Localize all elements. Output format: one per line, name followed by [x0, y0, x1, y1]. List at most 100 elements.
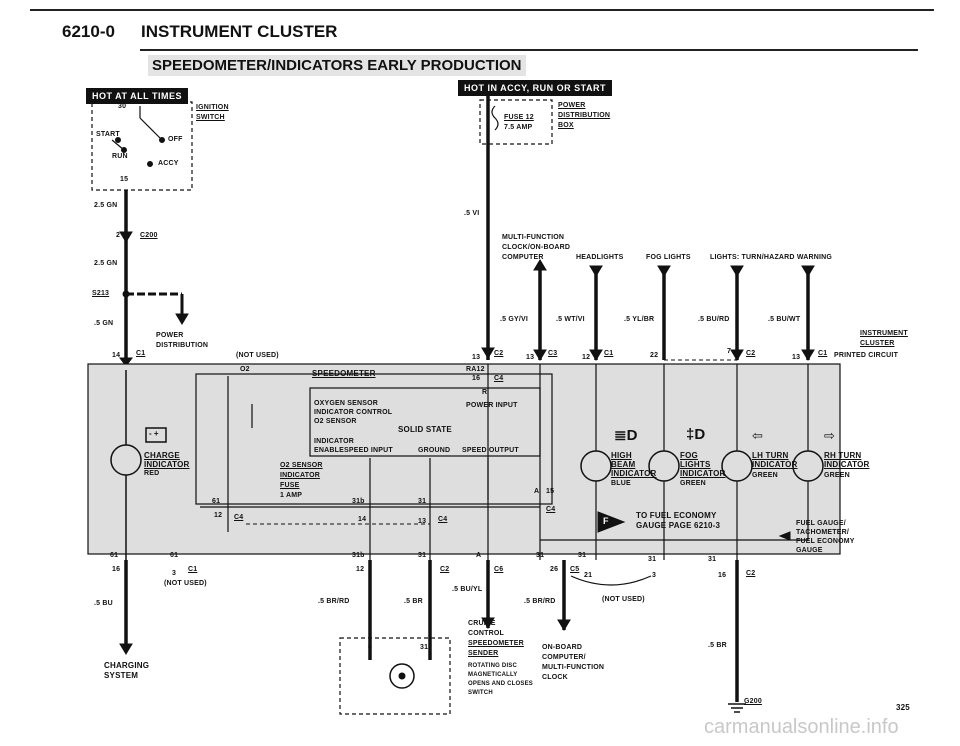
pin-31b: 31 — [418, 552, 427, 559]
wire-05br: .5 BR — [404, 598, 423, 605]
onboard-label-2: COMPUTER/ — [542, 654, 586, 661]
fuse-rating: 7.5 AMP — [504, 124, 533, 131]
rh-turn-icon: ⇨ — [824, 428, 835, 443]
rh-label-1: RH TURN — [824, 451, 862, 460]
onboard-label-3: MULTI-FUNCTION — [542, 664, 605, 671]
conn-14: 14 — [112, 352, 121, 359]
s213-label: S213 — [92, 290, 110, 297]
wire-ylbr: .5 YL/BR — [624, 316, 655, 323]
o2ind-label-1: O2 SENSOR — [280, 462, 323, 469]
mf-label-2: CLOCK/ON-BOARD — [502, 244, 571, 251]
hot-all-times-tag: HOT AT ALL TIMES — [86, 88, 188, 104]
conn-16b: 16 — [112, 566, 121, 573]
speedometer-label: SPEEDOMETER — [312, 369, 376, 378]
conn-16: 16 — [472, 375, 481, 382]
ignition-switch-box — [91, 101, 193, 191]
conn-c5: C5 — [570, 566, 580, 573]
conn-c6: C6 — [494, 566, 504, 573]
lh-label-2: INDICATOR — [752, 460, 798, 469]
high-beam-bulb — [580, 450, 612, 482]
lh-label-1: LH TURN — [752, 451, 789, 460]
high-label-2: BEAM — [611, 460, 636, 469]
charge-label-1: CHARGE — [144, 451, 180, 460]
rh-color: GREEN — [824, 472, 850, 479]
pin-12c: 12 — [214, 512, 223, 519]
o2sensor-label: O2 SENSOR — [314, 418, 357, 425]
conn-3: 3 — [172, 570, 177, 577]
conn-c2b: C2 — [746, 350, 756, 357]
speed-input-label: SPEED INPUT — [344, 447, 393, 454]
conn-3b: 3 — [652, 572, 657, 579]
o2ind-label-2: INDICATOR — [280, 472, 321, 479]
ign-15: 15 — [120, 176, 129, 183]
indicator-label: INDICATOR — [314, 438, 355, 445]
ign-start: START — [96, 131, 120, 138]
charge-indicator-bulb — [110, 444, 142, 476]
sender-pin-31: 31 — [420, 644, 429, 651]
conn-16c: 16 — [718, 572, 727, 579]
watermark: carmanualsonline.info — [704, 716, 899, 738]
wire-05gn: .5 GN — [94, 320, 114, 327]
pd-box-3: BOX — [558, 122, 574, 129]
ignition-switch-label: SWITCH — [196, 114, 225, 121]
solid-state-label: SOLID STATE — [398, 425, 452, 434]
sender-label-5: OPENS AND CLOSES — [468, 681, 533, 687]
high-label-3: INDICATOR — [611, 469, 657, 478]
conn-13a: 13 — [472, 354, 481, 361]
enable-label: ENABLE — [314, 447, 344, 454]
fuse-name: FUSE 12 — [504, 114, 534, 121]
power-input-label: POWER INPUT — [466, 402, 518, 409]
pin-a: A — [534, 488, 540, 495]
battery-icon — [145, 427, 167, 443]
conn-c4a: C4 — [494, 375, 504, 382]
wire-05brrd: .5 BR/RD — [318, 598, 350, 605]
conn-21: 21 — [584, 572, 593, 579]
battery-terminals-icon: - + — [149, 429, 159, 438]
pin-31a: 31 — [418, 498, 427, 505]
fuel-gauge-1: FUEL GAUGE/ — [796, 520, 846, 527]
c200-label: C200 — [140, 232, 158, 239]
wire-buwt: .5 BU/WT — [768, 316, 801, 323]
pin-a2: A — [476, 552, 482, 559]
fuel-gauge-3: FUEL ECONOMY — [796, 538, 855, 545]
conn-22: 22 — [650, 352, 659, 359]
not-used-3: (NOT USED) — [602, 596, 645, 603]
conn-c2d: C2 — [746, 570, 756, 577]
page-number: 325 — [896, 703, 910, 712]
section-number: 6210-0 — [62, 22, 115, 41]
fog-label-3: INDICATOR — [680, 469, 726, 478]
mf-label-1: MULTI-FUNCTION — [502, 234, 565, 241]
headlights-label: HEADLIGHTS — [576, 254, 624, 261]
high-color: BLUE — [611, 480, 631, 487]
ground-label: GROUND — [418, 447, 451, 454]
charge-color: RED — [144, 470, 160, 477]
fuse-label: FUSE — [280, 482, 300, 489]
pin-61a: 61 — [212, 498, 221, 505]
conn-13b: 13 — [526, 354, 535, 361]
fog-lights-icon: ‡D — [686, 426, 706, 443]
pin-31f: 31 — [708, 556, 717, 563]
pd-box-2: DISTRIBUTION — [558, 112, 611, 119]
pin-c4b: C4 — [546, 506, 556, 513]
g200-label: G200 — [744, 698, 762, 705]
lh-turn-icon: ⇦ — [752, 428, 763, 443]
mf-label-3: COMPUTER — [502, 254, 544, 261]
conn-r: R — [482, 389, 488, 396]
ra12-label: RA12 — [466, 366, 485, 373]
page-title: INSTRUMENT CLUSTER — [141, 22, 338, 41]
conn-c3a: C3 — [548, 350, 558, 357]
pin-c4d: C4 — [438, 516, 448, 523]
cluster-board — [87, 363, 841, 555]
pin-61d: 61 — [170, 552, 179, 559]
foglights-label: FOG LIGHTS — [646, 254, 691, 261]
lh-color: GREEN — [752, 472, 778, 479]
speedometer-sender-box — [339, 637, 451, 715]
conn-12b: 12 — [356, 566, 365, 573]
conn-c2c: C2 — [440, 566, 450, 573]
pin-15: 15 — [546, 488, 555, 495]
lh-turn-bulb — [721, 450, 753, 482]
fuel-econ-label-1: TO FUEL ECONOMY — [636, 511, 717, 520]
fuel-gauge-2: TACHOMETER/ — [796, 529, 850, 536]
fuel-economy-arrow — [597, 511, 626, 533]
